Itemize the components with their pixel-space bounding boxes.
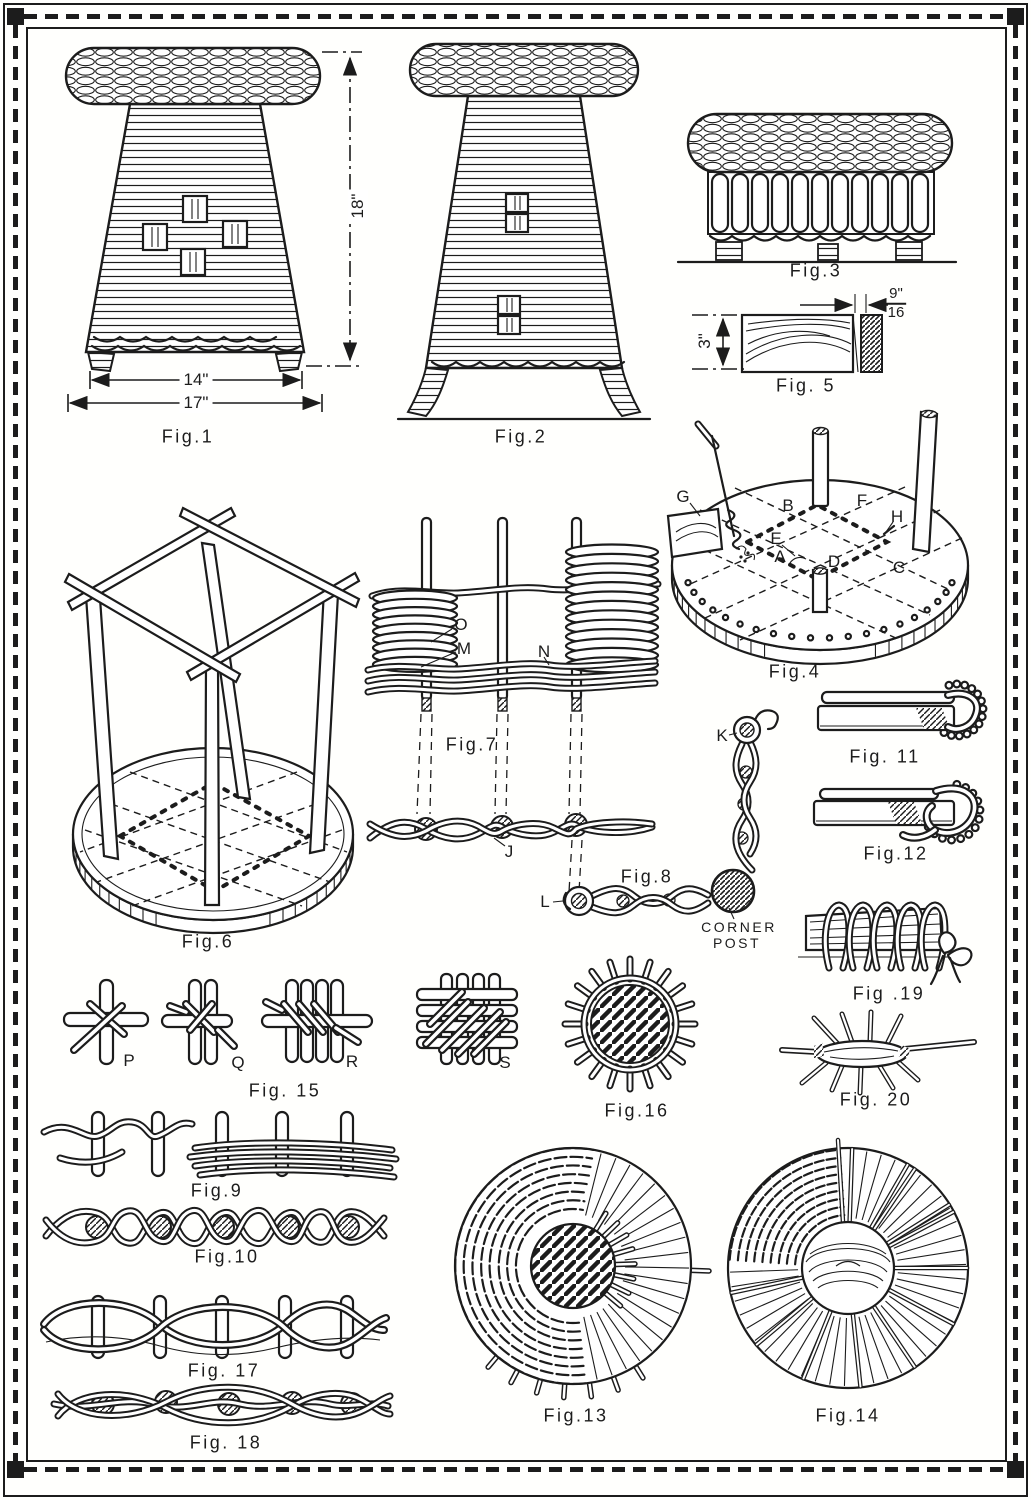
border-corner-tl bbox=[7, 8, 24, 25]
border-dash-left bbox=[13, 25, 18, 1461]
fig15-caption: Fig. 15 bbox=[248, 1080, 322, 1101]
fig11-wrapped-loop-end-detail bbox=[816, 679, 988, 741]
border-dash-bottom bbox=[24, 1467, 1007, 1472]
border-corner-tr bbox=[1007, 8, 1024, 25]
fig9-caption: Fig.9 bbox=[190, 1180, 244, 1201]
fig12-wrapped-loop-end-detail bbox=[812, 779, 985, 845]
fig18-caption: Fig. 18 bbox=[189, 1432, 263, 1453]
fig2-openwork-squares bbox=[496, 192, 530, 336]
part-label-m: M bbox=[456, 639, 472, 658]
fig6-caption: Fig.6 bbox=[181, 931, 235, 952]
fig19-bound-bundle-detail bbox=[798, 901, 973, 986]
corner-post-label-line1: CORNER bbox=[701, 919, 777, 935]
fig1-base-width-dimension: 17" bbox=[179, 393, 213, 413]
fig14-spoked-round-base bbox=[726, 1137, 970, 1390]
fig14-caption: Fig.14 bbox=[815, 1405, 881, 1426]
fig1-seat-width-dimension: 14" bbox=[179, 370, 213, 390]
part-label-q: Q bbox=[231, 1053, 245, 1072]
fig8-pairing-weave-corner-detail bbox=[552, 709, 779, 920]
border-dash-right bbox=[1013, 25, 1018, 1461]
inner-border bbox=[26, 27, 1007, 1462]
fig20-spoked-disc-detail bbox=[779, 1009, 977, 1096]
fig7-caption: Fig.7 bbox=[445, 734, 499, 755]
fig5-thickness-dimension: 3" bbox=[695, 329, 715, 353]
border-corner-br bbox=[1007, 1461, 1024, 1478]
fig4-drill bbox=[694, 420, 756, 563]
part-label-c: C bbox=[892, 558, 906, 577]
fig16-round-mat-start bbox=[561, 955, 699, 1093]
fig12-caption: Fig.12 bbox=[863, 843, 929, 864]
fig2-caption: Fig.2 bbox=[494, 426, 548, 447]
part-label-d: D bbox=[827, 552, 841, 571]
part-label-b: B bbox=[782, 496, 794, 515]
fig16-caption: Fig.16 bbox=[604, 1100, 670, 1121]
fig1-height-dimension: 18" bbox=[348, 189, 368, 223]
part-label-l: L bbox=[540, 892, 550, 911]
part-label-g: G bbox=[676, 487, 690, 506]
fig9-randing-weave-detail bbox=[40, 1110, 400, 1181]
outer-border bbox=[3, 3, 1028, 1497]
corner-post-label-line2: POST bbox=[712, 935, 762, 951]
fig5-notch-numerator: 9" bbox=[886, 285, 906, 305]
fig11-caption: Fig. 11 bbox=[849, 746, 921, 767]
fig15-crossing-ties-detail bbox=[62, 978, 374, 1066]
fig1-caption: Fig.1 bbox=[161, 426, 215, 447]
part-label-k: K bbox=[716, 726, 728, 745]
fig13-caption: Fig.13 bbox=[543, 1405, 609, 1426]
fig3-footstool-view bbox=[676, 112, 958, 264]
fig2-tall-stool-view bbox=[396, 42, 652, 421]
fig20-caption: Fig. 20 bbox=[839, 1089, 913, 1110]
fig4-caption: Fig.4 bbox=[768, 661, 822, 682]
fig5-board-cross-section bbox=[692, 294, 888, 374]
fig13-woven-round-seat-top bbox=[453, 1146, 712, 1401]
part-label-j: J bbox=[504, 842, 514, 861]
fig3-caption: Fig.3 bbox=[789, 260, 843, 281]
s-square-mat-start bbox=[415, 972, 519, 1066]
fig6-leg-frame-assembly bbox=[63, 506, 361, 935]
part-label-h: H bbox=[890, 507, 904, 526]
fig7-post-winding-detail bbox=[364, 516, 662, 893]
part-label-a: A bbox=[774, 547, 786, 566]
fig19-caption: Fig .19 bbox=[852, 983, 926, 1004]
part-label-o: O bbox=[454, 615, 468, 634]
part-label-r: R bbox=[345, 1052, 359, 1071]
fig8-caption: Fig.8 bbox=[620, 866, 674, 887]
fig10-pairing-twist-detail bbox=[42, 1207, 388, 1247]
border-dash-top bbox=[24, 14, 1007, 19]
fig1-stool-front-view bbox=[64, 46, 362, 412]
part-label-n: N bbox=[537, 642, 551, 661]
fig5-caption: Fig. 5 bbox=[775, 375, 837, 396]
fig5-notch-denominator: 16 bbox=[887, 303, 905, 321]
border-corner-bl bbox=[7, 1461, 24, 1478]
fig18-three-strand-braid bbox=[50, 1383, 394, 1427]
part-label-f: F bbox=[856, 491, 868, 510]
fig17-caption: Fig. 17 bbox=[187, 1360, 261, 1381]
fig10-caption: Fig.10 bbox=[194, 1246, 260, 1267]
fig1-openwork-squares bbox=[141, 194, 249, 277]
part-label-e: E bbox=[770, 529, 782, 548]
fig17-triple-twist-weave bbox=[40, 1294, 390, 1360]
part-label-p: P bbox=[123, 1051, 135, 1070]
fig4-drilled-base-diagram bbox=[666, 409, 970, 666]
part-label-s: S bbox=[499, 1053, 511, 1072]
fig4-gauge-board bbox=[666, 507, 724, 559]
fig5-notch-dimension: 9" 16 bbox=[886, 285, 906, 321]
